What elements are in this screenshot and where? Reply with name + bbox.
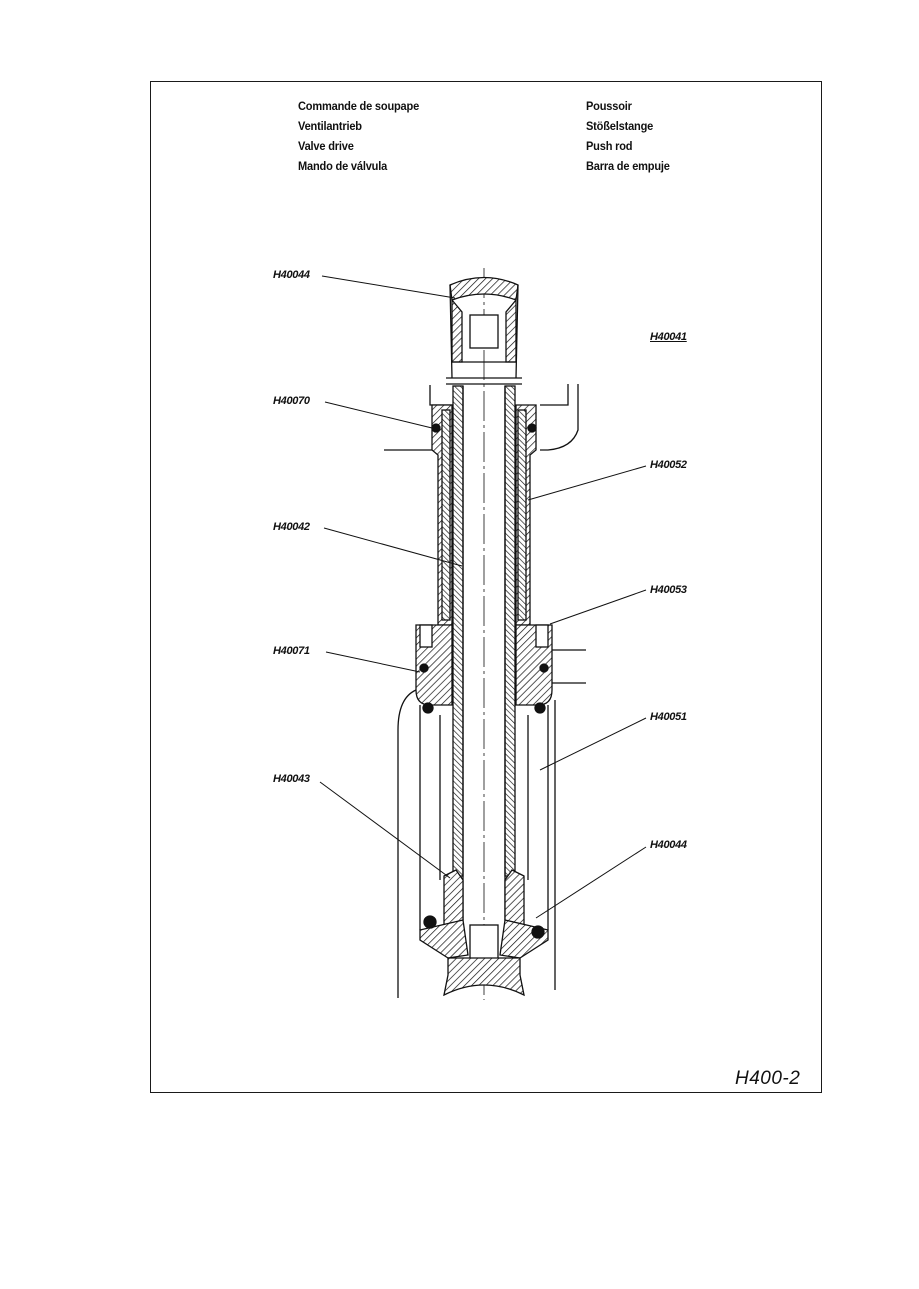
callout-h40042: H40042 (273, 521, 310, 533)
header-left-es: Mando de válvula (298, 159, 388, 173)
reference-code: H40041 (650, 331, 687, 343)
rod-wall-left (452, 385, 464, 877)
header-right: Poussoir Stößelstange Push rod Barra de … (586, 96, 670, 176)
callout-h40053: H40053 (650, 584, 687, 596)
bottom-seat-right (499, 919, 549, 959)
callout-h40071: H40071 (273, 645, 310, 657)
header-left-de: Ventilantrieb (298, 119, 362, 133)
header-right-es: Barra de empuje (586, 159, 670, 173)
leader-lines (319, 275, 647, 919)
callout-h40044-bottom: H40044 (650, 839, 687, 851)
callout-h40043: H40043 (273, 773, 310, 785)
rod-wall-right (504, 385, 516, 877)
header-right-en: Push rod (586, 139, 633, 153)
callout-h40044-top: H40044 (273, 269, 310, 281)
sheet-number: H400-2 (735, 1068, 801, 1089)
callout-h40070: H40070 (273, 395, 310, 407)
header-left-en: Valve drive (298, 139, 354, 153)
header-left-fr: Commande de soupape (298, 99, 420, 113)
header-right-fr: Poussoir (586, 99, 632, 113)
top-cup-bore (469, 314, 499, 349)
bottom-seat-left (419, 919, 469, 959)
bottom-cup (443, 957, 525, 997)
bushing-left (441, 409, 451, 621)
top-cup-wall-left (451, 298, 463, 363)
bottom-bore (469, 924, 499, 961)
top-cup-wall-right (505, 298, 517, 363)
header-left: Commande de soupape Ventilantrieb Valve … (298, 96, 419, 176)
callout-h40052: H40052 (650, 459, 687, 471)
drawing-frame (150, 81, 822, 1093)
header-right-de: Stößelstange (586, 119, 654, 133)
bushing-right (517, 409, 527, 621)
callout-h40051: H40051 (650, 711, 687, 723)
